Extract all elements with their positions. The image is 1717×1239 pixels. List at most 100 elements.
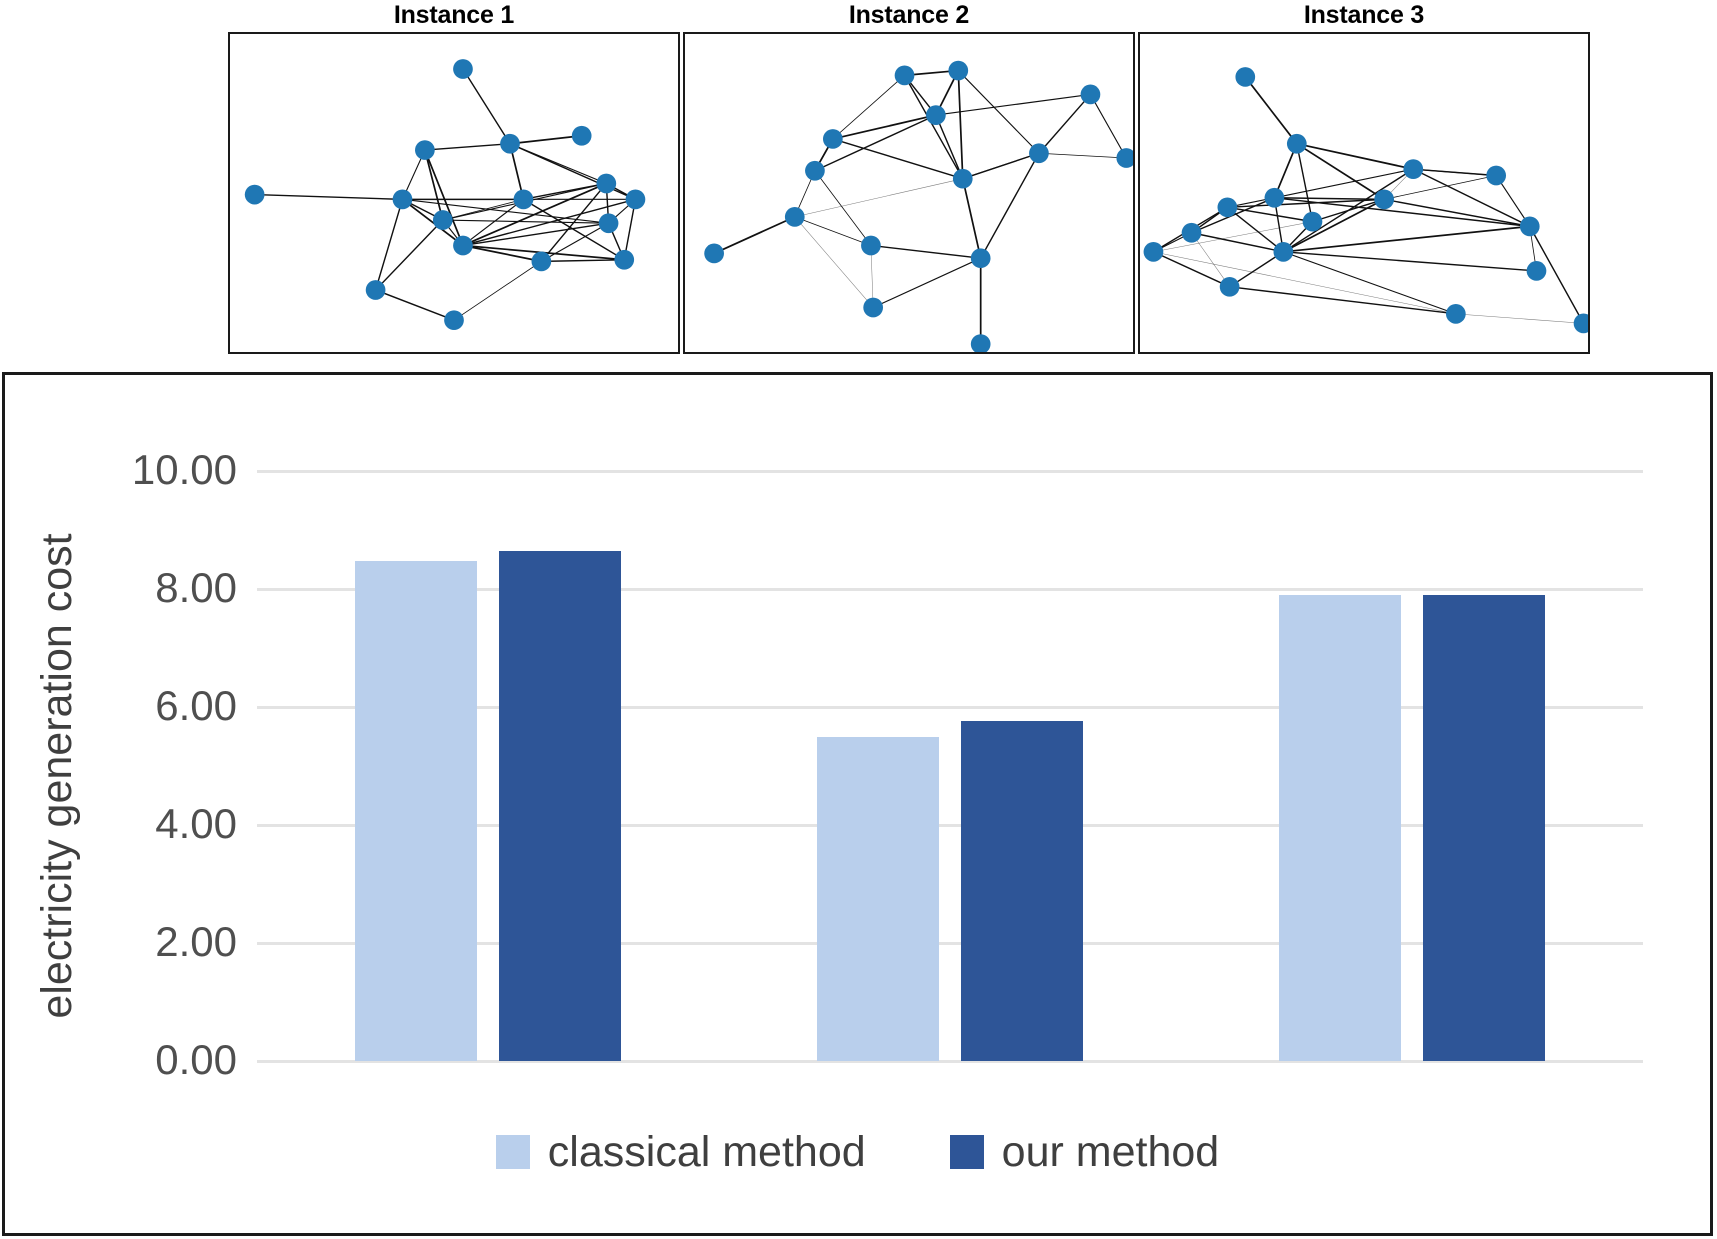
graph-edge: [714, 217, 795, 254]
graph-edge: [1274, 169, 1413, 198]
graph-edge: [1297, 144, 1413, 169]
graph-edge: [936, 115, 963, 179]
graph-panel-instance-3: Instance 3: [1138, 0, 1590, 362]
graph-edge: [1384, 176, 1496, 200]
graph-node: [625, 189, 646, 210]
bar-ours-group-2: [961, 720, 1083, 1061]
gridline: [257, 942, 1643, 945]
legend-swatch-icon: [495, 1135, 530, 1169]
graph-node: [614, 249, 635, 270]
y-axis-tick-label: 6.00: [155, 682, 237, 729]
graph-edge: [425, 144, 510, 150]
graph-edge: [1192, 233, 1284, 252]
graph-edge: [981, 153, 1039, 258]
graph-node: [500, 133, 520, 154]
bar-classical-group-2: [817, 736, 939, 1061]
graph-node: [392, 189, 413, 210]
graph-edge: [541, 223, 608, 261]
graph-node: [1486, 165, 1507, 186]
graph-edge: [871, 245, 981, 258]
graph-title-instance-3: Instance 3: [1303, 1, 1425, 29]
graph-canvas-instance-1: [228, 32, 680, 354]
graph-node: [453, 59, 473, 79]
graph-node: [948, 60, 969, 81]
graph-node: [926, 105, 946, 125]
graph-node: [970, 248, 991, 269]
graph-node: [1080, 84, 1101, 105]
graph-edge: [1283, 252, 1536, 271]
legend-item-classical-method[interactable]: classical method: [495, 1128, 866, 1176]
graph-node: [1116, 148, 1133, 168]
graph-edge: [1153, 252, 1229, 287]
graph-edge: [958, 71, 1039, 154]
bar-classical-group-1: [355, 560, 477, 1061]
graph-edge: [871, 245, 873, 307]
graph-node: [784, 206, 805, 227]
graph-edge: [833, 75, 905, 139]
graph-edge: [1153, 252, 1455, 314]
graph-edge: [795, 179, 963, 217]
graph-edge: [833, 115, 936, 139]
chart-legend: classical method our method: [5, 1117, 1710, 1187]
gridline: [257, 470, 1643, 473]
plot-area: [257, 470, 1643, 1063]
graph-edge: [541, 260, 624, 262]
legend-label: classical method: [547, 1128, 866, 1176]
graph-panel-instance-2: Instance 2: [683, 0, 1135, 362]
graph-edge: [443, 220, 609, 223]
graph-edge: [1245, 77, 1297, 144]
graph-node: [952, 168, 973, 189]
graph-node: [244, 184, 265, 205]
network-graph-instance-2: [704, 60, 1133, 352]
graph-edge: [1274, 198, 1529, 227]
graph-edge: [463, 183, 606, 245]
graph-edge: [425, 150, 443, 220]
graph-edge: [376, 199, 403, 290]
graph-edge: [624, 199, 635, 259]
graph-node: [805, 160, 825, 181]
graph-edge: [463, 245, 541, 261]
graph-edge: [1227, 199, 1384, 207]
legend-item-our-method[interactable]: our method: [949, 1128, 1219, 1176]
graph-title-instance-2: Instance 2: [848, 1, 970, 29]
graph-edge: [1283, 226, 1529, 251]
graph-edge: [815, 115, 936, 171]
graph-node: [1302, 211, 1323, 232]
graph-edge: [1227, 207, 1283, 252]
graph-edge: [1230, 252, 1284, 287]
graph-node: [513, 189, 534, 210]
y-axis-tick-label: 2.00: [155, 918, 237, 965]
graph-node: [894, 65, 915, 86]
graph-node: [1273, 241, 1294, 262]
graph-node: [822, 129, 843, 149]
gridline: [257, 1060, 1643, 1063]
graph-node: [432, 210, 453, 230]
graph-canvas-instance-3: [1138, 32, 1590, 354]
graph-node: [1029, 143, 1049, 164]
network-graph-instance-1: [244, 59, 646, 331]
graph-edge: [795, 217, 871, 246]
graph-node: [596, 173, 617, 194]
graph-canvas-instance-2: [683, 32, 1135, 354]
graph-edge: [1297, 144, 1384, 200]
graph-edge: [1456, 314, 1584, 324]
graph-edge: [1227, 207, 1312, 221]
graph-node: [704, 243, 724, 264]
graph-edge: [523, 199, 624, 259]
bar-ours-group-3: [1423, 594, 1545, 1061]
y-axis-tick-label: 0.00: [155, 1036, 237, 1083]
graph-node: [453, 235, 473, 256]
graph-edge: [815, 171, 871, 246]
graph-edge: [425, 150, 463, 245]
graph-edge: [1283, 252, 1455, 314]
graph-node: [1264, 187, 1285, 208]
graph-panel-row: Instance 1 Instance 2 Instance 3: [0, 0, 1717, 362]
graph-edge: [1297, 144, 1313, 222]
graph-edge: [1496, 176, 1530, 227]
graph-node: [1374, 189, 1395, 210]
bar-classical-group-3: [1279, 594, 1401, 1061]
graph-edge: [402, 199, 608, 223]
graph-edge: [1192, 233, 1230, 287]
gridline: [257, 706, 1643, 709]
